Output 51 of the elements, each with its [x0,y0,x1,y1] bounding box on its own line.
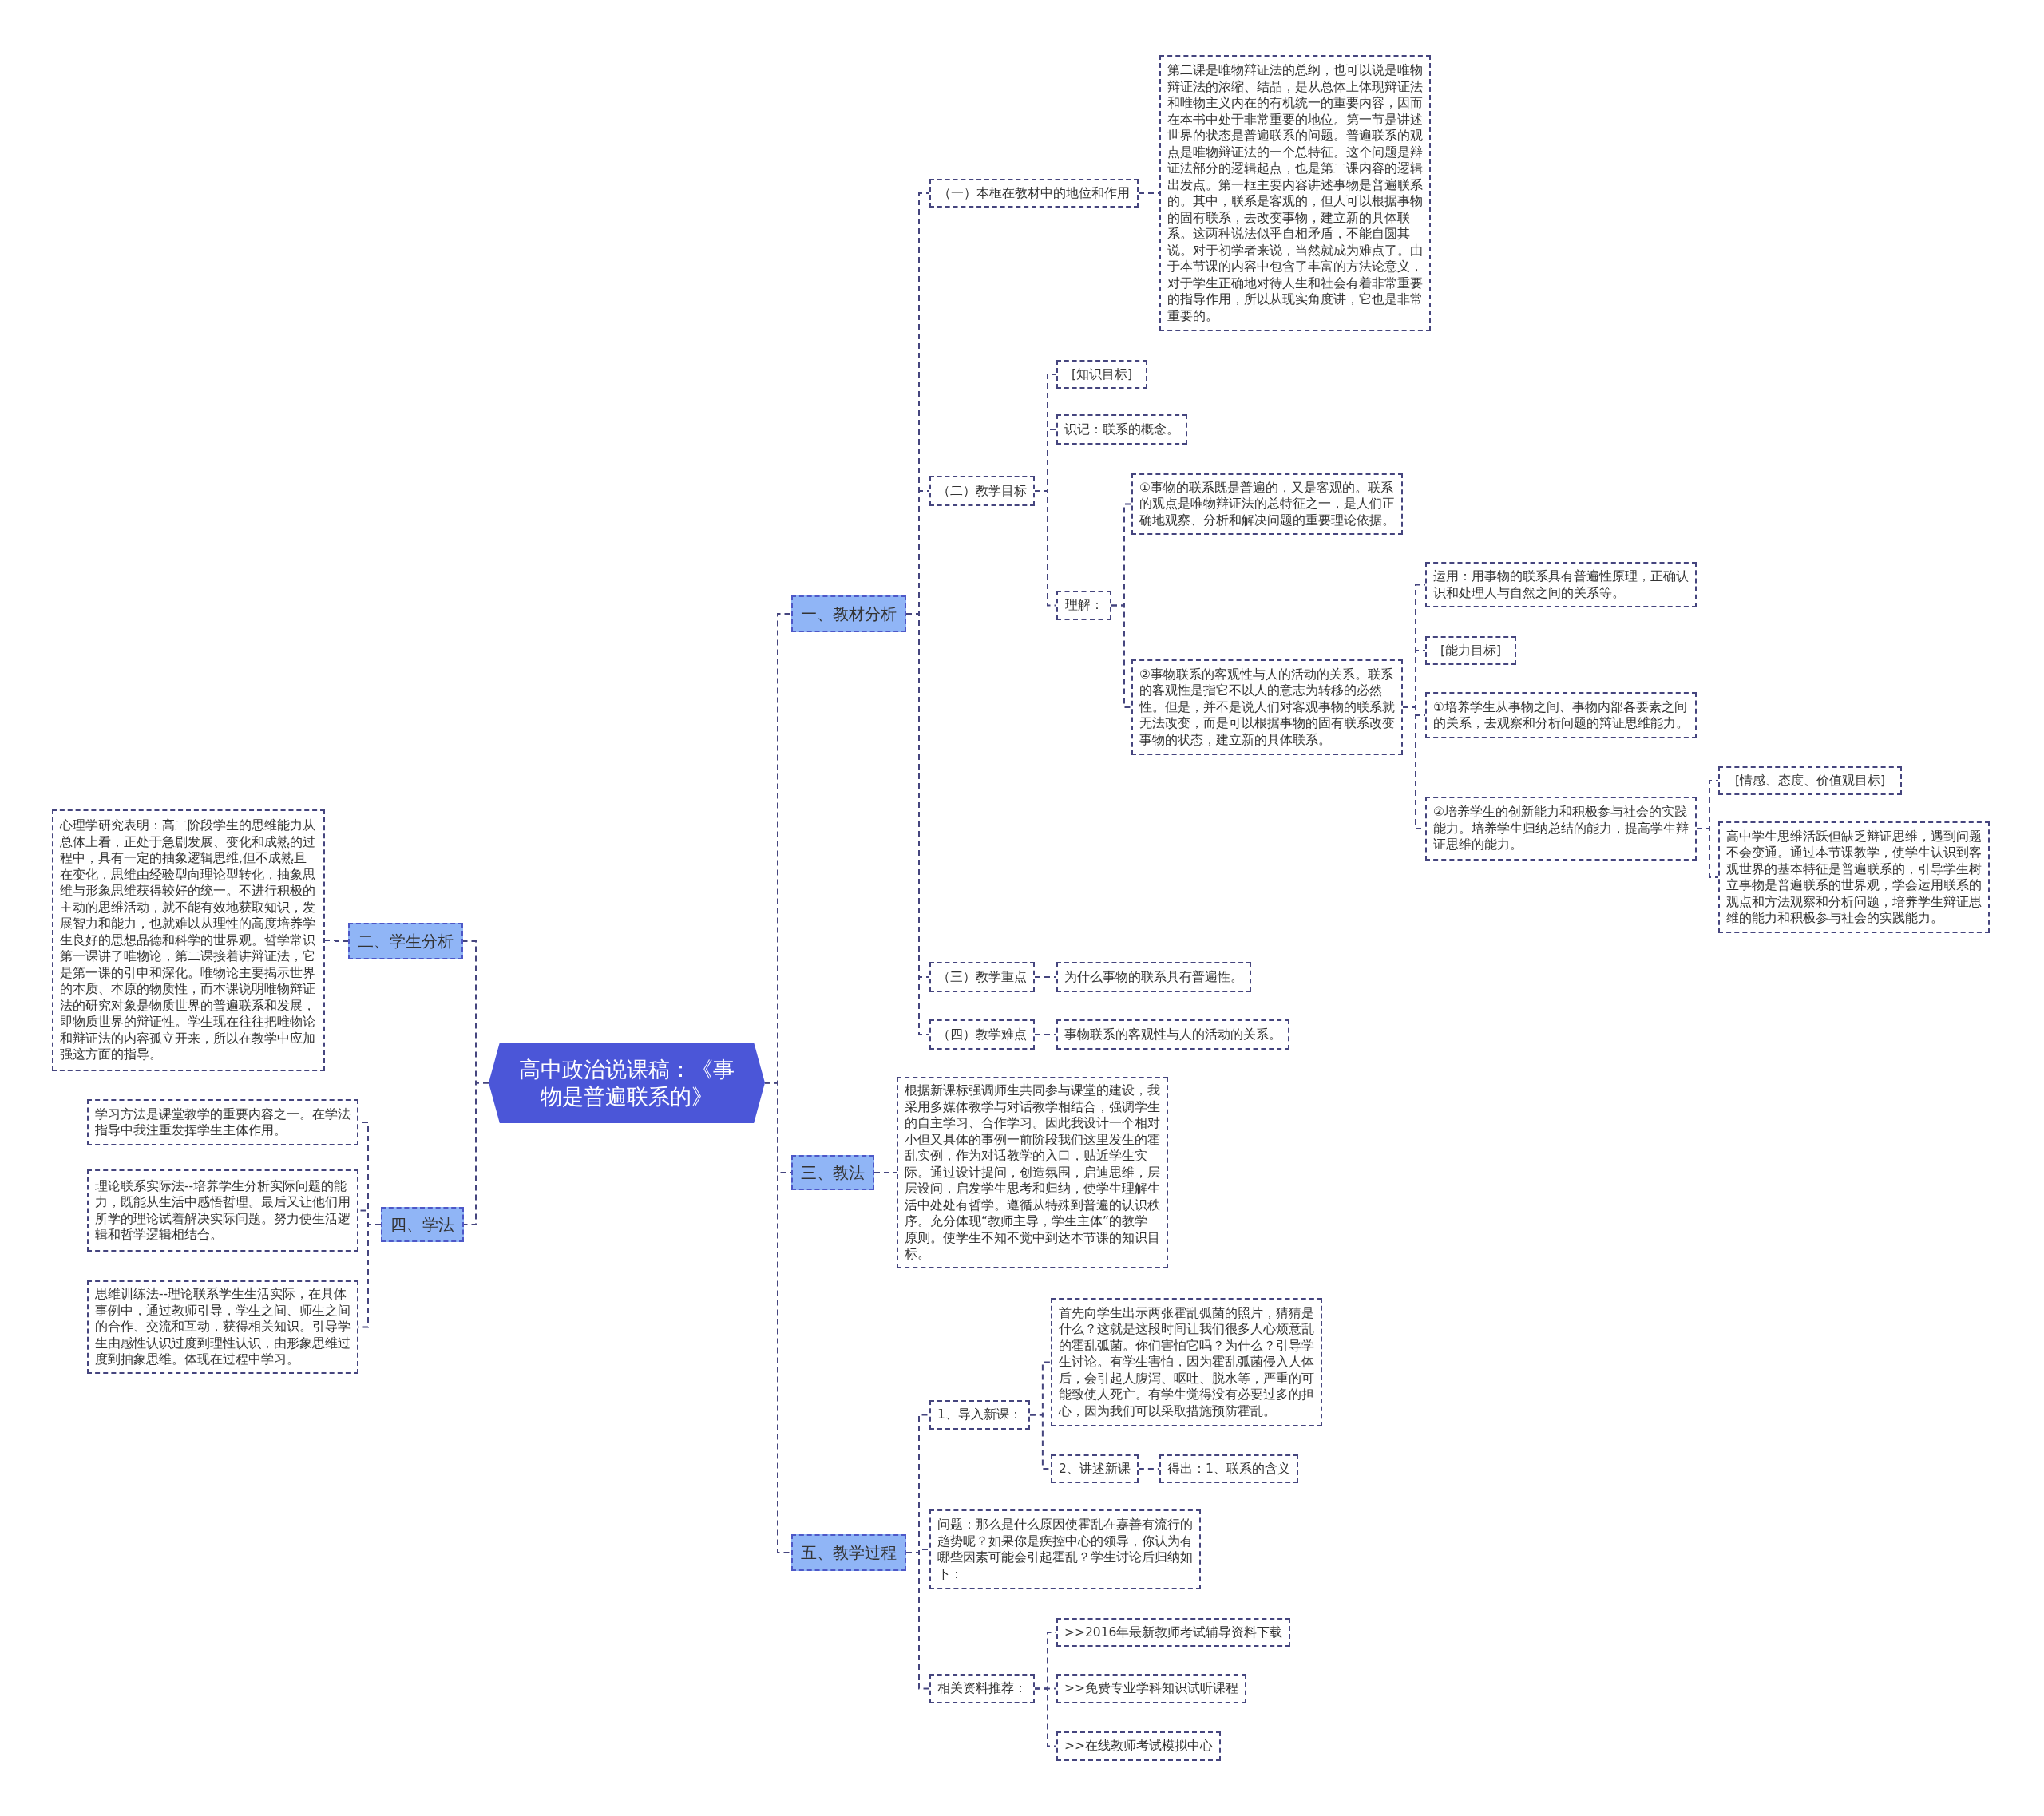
central-topic: 高中政治说课稿：《事物是普遍联系的》 [489,1043,765,1123]
connector-line [1696,828,1719,878]
connector-line [324,940,349,942]
note-box: 学习方法是课堂教学的重要内容之一。在学法指导中我注重发挥学生主体作用。 [87,1099,358,1145]
topic-box: [知识目标] [1056,360,1147,389]
note-box: 根据新课标强调师生共同参与课堂的建设，我采用多媒体教学与对话教学相结合，强调学生的自主学习、合作学习。因此我设计一个相对小但又具体的事例一前阶段我们这里发生的霍乱实例，作为对话教学的入口，贴近学生实际。通过设计提问，创造氛围，启迪思维，层层设问，启发学生思考和归纳，使学生理解生活中处处有哲学。遵循从特殊到普遍的认识秩序。充分体现“教师主导，学生主体”的教学原则。使学生不知不觉中到达本节课的知识目标。 [897,1077,1168,1268]
connector-line [1138,192,1160,194]
topic-box: 相关资料推荐： [929,1674,1035,1703]
topic-box: 识记：联系的概念。 [1056,414,1187,445]
note-box: 首先向学生出示两张霍乱弧菌的照片，猜猜是什么？这就是这段时间让我们很多人心烦意乱的霍乱弧菌。你们害怕它吗？为什么？引导学生讨论。有学生害怕，因为霍乱弧菌侵入人体后，会引起人腹泻、呕吐、脱水等，严重的可能致使人死亡。有学生觉得没有必要过多的担心，因为我们可以采取措施预防霍乱。 [1051,1298,1322,1426]
topic-box: 理解： [1056,591,1111,620]
branch-box: 五、教学过程 [791,1534,906,1571]
topic-box: >>在线教师考试模拟中心 [1056,1731,1221,1761]
topic-box: （二）教学目标 [929,476,1035,506]
note-box: 理论联系实际法--培养学生分析实际问题的能力，既能从生活中感悟哲理。最后又让他们用所学的理论试着解决实际问题。努力使生活逻辑和哲学逻辑相结合。 [87,1169,358,1252]
topic-box: 1、导入新课： [929,1400,1030,1430]
branch-box: 一、教材分析 [791,595,906,632]
topic-box: [情感、态度、价值观目标] [1718,766,1902,795]
connector-line [873,1172,897,1173]
branch-box: 三、教法 [791,1155,874,1190]
topic-box: （四）教学难点 [929,1019,1035,1050]
topic-box: >>免费专业学科知识试听课程 [1056,1674,1246,1703]
connector-line [1034,1034,1057,1035]
topic-box: 得出：1、联系的含义 [1159,1454,1298,1483]
connector-line [463,1082,489,1225]
note-box: 运用：用事物的联系具有普遍性原理，正确认识和处理人与自然之间的关系等。 [1425,562,1697,607]
note-box: 心理学研究表明：高二阶段学生的思维能力从总体上看，正处于急剧发展、变化和成熟的过程中，具有一定的抽象逻辑思维,但不成熟且在变化，思维由经验型向理论型转化，抽象思维与形象思维获得较好的统一。不进行积极的主动的思维活动，就不能有效地获取知识，发展智力和能力，也就难以从理性的高度培养学生良好的思想品德和科学的世界观。哲学常识第一课讲了唯物论，第二课接着讲辩证法，它是第一课的引申和深化。唯物论主要揭示世界的本质、本原的物质性，而本课说明唯物辩证法的研究对象是物质世界的普遍联系和发展，即物质世界的辩证性。学生现在往往把唯物论和辩证法的内容孤立开来，所以在教学中应加强这方面的指导。 [52,809,325,1071]
connector-line [764,1082,792,1553]
note-box: ①培养学生从事物之间、事物内部各要素之间的关系，去观察和分析问题的辩证思维能力。 [1425,692,1697,738]
branch-box: 四、学法 [381,1207,464,1242]
note-box: 思维训练法--理论联系学生生活实际，在具体事例中，通过教师引导，学生之间、师生之间的合作、交流和互动，获得相关知识。引导学生由感性认识过度到理性认识，由形象思维过度到抽象思维。体现在过程中学习。 [87,1280,358,1374]
topic-box: [能力目标] [1425,636,1516,665]
note-box: 高中学生思维活跃但缺乏辩证思维，遇到问题不会变通。通过本节课教学，使学生认识到客观世界的基本特征是普遍联系的，引导学生树立事物是普遍联系的世界观，学会运用联系的观点和方法观察和分析问题，培养学生辩证思维的能力和积极参与社会的实践能力。 [1718,821,1990,933]
note-box: ②培养学生的创新能力和积极参与社会的实践能力。培养学生归纳总结的能力，提高学生辩证思维的能力。 [1425,797,1697,861]
connector-line [905,1552,930,1690]
note-box: 问题：那么是什么原因使霍乱在嘉善有流行的趋势呢？如果你是疾控中心的领导，你认为有哪些因素可能会引起霍乱？学生讨论后归纳如下： [929,1509,1201,1589]
note-box: 第二课是唯物辩证法的总纲，也可以说是唯物辩证法的浓缩、结晶，是从总体上体现辩证法和唯物主义内在的有机统一的重要内容，因而在本书中处于非常重要的地位。第一节是讲述世界的状态是普遍联系的问题。普遍联系的观点是唯物辩证法的一个总特征。这个问题是辩证法部分的逻辑起点，也是第二课内容的逻辑出发点。第一框主要内容讲述事物是普遍联系的。其中，联系是客观的，但人可以根据事物的固有联系，去改变事物，建立新的具体联系。这两种说法似乎自相矛盾，不能自圆其说。对于初学者来说，当然就成为难点了。由于本节课的内容中包含了丰富的方法论意义，对于学生正确地对待人生和社会有着非常重要的指导作用，所以从现实角度讲，它也是非常重要的。 [1159,55,1431,331]
note-box: ①事物的联系既是普遍的，又是客观的。联系的观点是唯物辩证法的总特征之一，是人们正确地观察、分析和解决问题的重要理论依据。 [1131,473,1403,535]
connector-line [1034,490,1057,607]
topic-box: （三）教学重点 [929,962,1035,992]
branch-box: 二、学生分析 [348,923,463,959]
topic-box: 为什么事物的联系具有普遍性。 [1056,962,1251,992]
topic-box: 2、讲述新课 [1051,1454,1139,1483]
connector-line [1034,1687,1057,1747]
connector-line [1034,976,1057,978]
note-box: ②事物联系的客观性与人的活动的关系。联系的客观性是指它不以人的意志为转移的必然性。但是，并不是说人们对客观事物的联系就无法改变，而是可以根据事物的固有联系改变事物的状态，建立新的具体联系。 [1131,659,1403,755]
connector-line [1137,1468,1160,1470]
topic-box: 事物联系的客观性与人的活动的关系。 [1056,1019,1289,1050]
topic-box: （一）本框在教材中的地位和作用 [929,179,1139,208]
topic-box: >>2016年最新教师考试辅导资料下载 [1056,1618,1291,1647]
connector-line [1111,604,1132,708]
